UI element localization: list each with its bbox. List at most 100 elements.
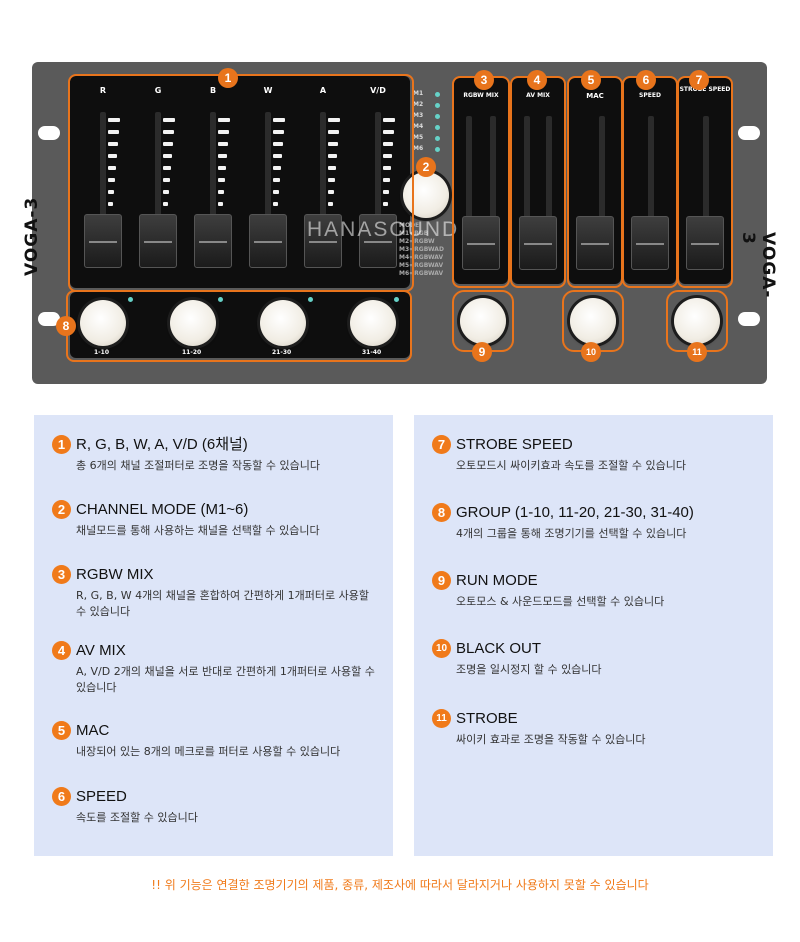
- fader-knob[interactable]: [359, 214, 397, 268]
- item-description: 속도를 조절할 수 있습니다: [76, 811, 198, 824]
- fader-knob[interactable]: [84, 214, 122, 268]
- badge-11: 11: [687, 342, 707, 362]
- badge-8: 8: [56, 316, 76, 336]
- channel-strip: R: [76, 86, 130, 274]
- mode-led: [435, 92, 440, 97]
- item-title: STROBE: [456, 710, 518, 727]
- fader-track: [375, 112, 381, 262]
- mount-slot: [38, 126, 60, 140]
- rgbw-mix-panel: RGBW MIX: [454, 78, 508, 284]
- watermark: HANASOUND: [307, 218, 460, 241]
- mode-table-row: M3=RGBWAD: [399, 246, 444, 253]
- item-description: A, V/D 2개의 채널을 서로 반대로 간편하게 1개퍼터로 사용할 수 있…: [76, 665, 375, 694]
- speed-fader[interactable]: [631, 216, 669, 270]
- rgbw-mix-fader[interactable]: [462, 216, 500, 270]
- item-description: 4개의 그룹을 통해 조명기기를 선택할 수 있습니다: [456, 527, 687, 540]
- item-description: 조명을 일시정지 할 수 있습니다: [456, 663, 602, 676]
- scale-mark: [383, 178, 390, 182]
- fader-knob[interactable]: [194, 214, 232, 268]
- group-button-21-30[interactable]: [260, 300, 306, 346]
- highlight-rgbw: [452, 76, 510, 288]
- group-button-1-10[interactable]: [80, 300, 126, 346]
- group-led: [128, 297, 133, 302]
- mode-table-row: M5=RGBWAV: [399, 262, 444, 269]
- item-number: 1: [52, 435, 71, 454]
- badge-9: 9: [472, 342, 492, 362]
- group-button-11-20[interactable]: [170, 300, 216, 346]
- fader-knob[interactable]: [139, 214, 177, 268]
- item-title: RUN MODE: [456, 572, 538, 589]
- scale-mark: [163, 142, 173, 146]
- channel-mode-button[interactable]: [403, 172, 449, 218]
- scale-mark: [218, 178, 225, 182]
- scale-mark: [163, 178, 170, 182]
- badge-10: 10: [581, 342, 601, 362]
- mode-led: [435, 103, 440, 108]
- scale-mark: [273, 166, 281, 170]
- item-description: 싸이키 효과로 조명을 작동할 수 있습니다: [456, 733, 646, 746]
- channel-strip: G: [131, 86, 185, 274]
- av-mix-panel: AV MIX: [512, 78, 564, 284]
- scale-mark: [218, 130, 229, 134]
- strobe-button[interactable]: [674, 298, 720, 344]
- fader-track: [100, 112, 106, 262]
- fader-track: [599, 116, 605, 266]
- group-button-label: 21-30: [272, 349, 292, 356]
- scale-mark: [108, 130, 119, 134]
- channel-strip: A: [296, 86, 350, 274]
- mac-label: MAC: [586, 92, 604, 100]
- item-title: MAC: [76, 722, 110, 739]
- scale-mark: [163, 166, 171, 170]
- scale-mark: [383, 202, 388, 206]
- channel-fader-panel: R G B: [70, 76, 410, 288]
- scale-mark: [273, 130, 284, 134]
- mac-panel: MAC: [569, 78, 621, 284]
- scale-mark: [383, 118, 395, 122]
- scale-mark: [108, 202, 113, 206]
- mode-label: M5: [413, 134, 424, 141]
- fader-knob[interactable]: [304, 214, 342, 268]
- channel-strip: B: [186, 86, 240, 274]
- speed-panel: SPEED: [624, 78, 676, 284]
- highlight-strobe-speed: [677, 76, 733, 288]
- scale-mark: [328, 166, 336, 170]
- mode-label: M2: [413, 101, 424, 108]
- fader-knob[interactable]: [249, 214, 287, 268]
- scale-mark: [163, 202, 168, 206]
- group-led: [308, 297, 313, 302]
- channel-strip: V/D: [351, 86, 405, 274]
- item-description: 총 6개의 채널 조절퍼터로 조명을 작동할 수 있습니다: [76, 459, 320, 472]
- badge-6: 6: [636, 70, 656, 90]
- scale-mark: [273, 154, 282, 158]
- channel-label: V/D: [370, 86, 386, 95]
- run-mode-button[interactable]: [460, 298, 506, 344]
- highlight-mac: [567, 76, 623, 288]
- scale-mark: [328, 154, 337, 158]
- group-button-31-40[interactable]: [350, 300, 396, 346]
- mode-led: [435, 147, 440, 152]
- info-panel-left: 1 R, G, B, W, A, V/D (6채널) 총 6개의 채널 조절퍼터…: [34, 415, 393, 856]
- mac-fader[interactable]: [576, 216, 614, 270]
- controller-device: VOGA-3 VOGA-3 R G: [22, 62, 778, 384]
- mount-slot: [738, 312, 760, 326]
- mode-label-list: M1 M2 M3 M4 M5 M6: [413, 90, 423, 153]
- channel-strip: W: [241, 86, 295, 274]
- group-button-label: 31-40: [362, 349, 382, 356]
- strobe-speed-fader[interactable]: [686, 216, 724, 270]
- scale-mark: [383, 130, 394, 134]
- info-panel-right: 7 STROBE SPEED 오토모드시 싸이키효과 속도를 조절할 수 있습니…: [414, 415, 773, 856]
- mode-label: M6: [413, 145, 424, 152]
- fader-track: [320, 112, 326, 262]
- scale-mark: [163, 154, 172, 158]
- scale-mark: [163, 190, 169, 194]
- channel-label: B: [209, 86, 217, 95]
- black-out-button[interactable]: [570, 298, 616, 344]
- channel-label: W: [263, 86, 273, 95]
- item-title: GROUP (1-10, 11-20, 21-30, 31-40): [456, 504, 694, 521]
- item-title: AV MIX: [76, 642, 126, 659]
- av-mix-fader[interactable]: [519, 216, 557, 270]
- badge-4: 4: [527, 70, 547, 90]
- item-title: BLACK OUT: [456, 640, 542, 657]
- item-description: 오토모드시 싸이키효과 속도를 조절할 수 있습니다: [456, 459, 687, 472]
- scale-mark: [328, 130, 339, 134]
